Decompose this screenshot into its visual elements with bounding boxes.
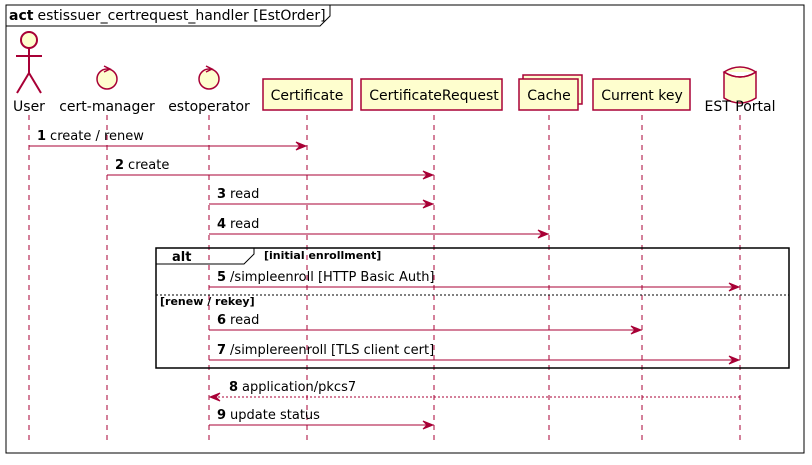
message-text: update status	[230, 408, 320, 423]
alt-guard-initial: [initial enrollment]	[264, 249, 381, 262]
messages: 1 create / renew 2 create 3 read 4 read 5/simple…	[29, 129, 741, 430]
message-number: 2	[115, 158, 124, 173]
message-2: 2 create	[107, 158, 435, 180]
message-label: 1 create / renew	[37, 129, 144, 144]
arrowhead-icon	[295, 141, 308, 151]
diagram-frame	[5, 4, 805, 454]
message-number: 3	[217, 187, 226, 202]
alt-fragment: alt [initial enrollment] [renew / rekey]	[155, 247, 790, 369]
message-text: create	[128, 158, 169, 173]
message-3: 3 read	[209, 187, 435, 209]
participant-box	[592, 78, 691, 111]
participant-cache: Cache	[518, 74, 583, 111]
message-7: 7/simplereenroll [TLS client cert]	[209, 343, 741, 365]
message-number: 4	[217, 217, 226, 232]
message-label: 9 update status	[217, 408, 320, 423]
participant-user: User	[13, 31, 45, 115]
arrowhead-icon	[422, 420, 435, 430]
participant-certificaterequest: CertificateRequest	[360, 78, 503, 111]
message-number: 7	[217, 343, 226, 358]
message-label: 8 application/pkcs7	[229, 380, 356, 395]
message-text: create / renew	[50, 129, 144, 144]
alt-fragment-tab	[156, 248, 255, 265]
control-arrow-icon	[205, 65, 214, 73]
message-9: 9 update status	[209, 408, 435, 430]
frame-title-tab	[6, 5, 331, 27]
alt-guard-renew: [renew / rekey]	[160, 295, 255, 308]
participant-label: EST Portal	[705, 99, 776, 115]
message-number: 1	[37, 129, 46, 144]
message-label: 4 read	[217, 217, 259, 232]
arrowhead-icon	[630, 325, 643, 335]
frame-keyword: act	[9, 8, 34, 24]
message-text: /simpleenroll [HTTP Basic Auth]	[230, 270, 434, 285]
control-arrow-icon	[103, 65, 112, 73]
message-number: 5	[217, 270, 226, 285]
control-icon	[198, 68, 220, 90]
participant-box	[262, 78, 353, 111]
message-text: /simplereenroll [TLS client cert]	[230, 343, 434, 358]
frame-title-text: estissuer_certrequest_handler [EstOrder]	[37, 8, 325, 24]
message-4: 4 read	[209, 217, 550, 239]
message-label: 7/simplereenroll [TLS client cert]	[217, 343, 434, 358]
message-label: 2 create	[115, 158, 169, 173]
arrowhead-icon	[728, 282, 741, 292]
message-text: read	[230, 313, 259, 328]
message-label: 5/simpleenroll [HTTP Basic Auth]	[217, 270, 435, 285]
message-5: 5/simpleenroll [HTTP Basic Auth]	[209, 270, 741, 292]
actor-head-icon	[20, 31, 38, 49]
participant-label: Current key	[601, 88, 683, 104]
participant-est-portal: EST Portal	[705, 66, 776, 115]
participants: User cert-manager estoperator Certificate Ce…	[13, 31, 776, 115]
message-number: 9	[217, 408, 226, 423]
participant-certificate: Certificate	[262, 78, 353, 111]
participant-label: cert-manager	[59, 99, 155, 115]
participant-label: CertificateRequest	[369, 88, 499, 104]
message-number: 8	[229, 380, 238, 395]
actor-body-icon	[16, 48, 42, 94]
participant-box	[360, 78, 503, 111]
message-text: read	[230, 217, 259, 232]
participant-label: User	[13, 99, 45, 115]
arrowhead-icon	[208, 392, 221, 402]
lifelines	[28, 115, 741, 440]
database-rim	[723, 71, 757, 78]
participant-cert-manager: cert-manager	[59, 65, 155, 115]
arrowhead-icon	[537, 229, 550, 239]
participant-box	[518, 78, 579, 111]
arrowhead-icon	[728, 355, 741, 365]
message-8: 8 application/pkcs7	[208, 380, 740, 402]
message-text: read	[230, 187, 259, 202]
message-label: 6 read	[217, 313, 259, 328]
arrowhead-icon	[422, 199, 435, 209]
message-number: 6	[217, 313, 226, 328]
participant-label: estoperator	[168, 99, 250, 115]
database-icon	[722, 66, 757, 104]
message-6: 6 read	[209, 313, 643, 335]
alt-keyword: alt	[172, 250, 191, 265]
message-text: application/pkcs7	[242, 380, 356, 395]
participant-label: Certificate	[271, 88, 344, 104]
participant-estoperator: estoperator	[168, 65, 250, 115]
participant-current-key: Current key	[592, 78, 691, 111]
control-icon	[96, 68, 118, 90]
alt-fragment-box	[155, 247, 790, 369]
arrowhead-icon	[422, 170, 435, 180]
participant-label: Cache	[527, 88, 571, 104]
message-label: 3 read	[217, 187, 259, 202]
message-1: 1 create / renew	[29, 129, 308, 151]
